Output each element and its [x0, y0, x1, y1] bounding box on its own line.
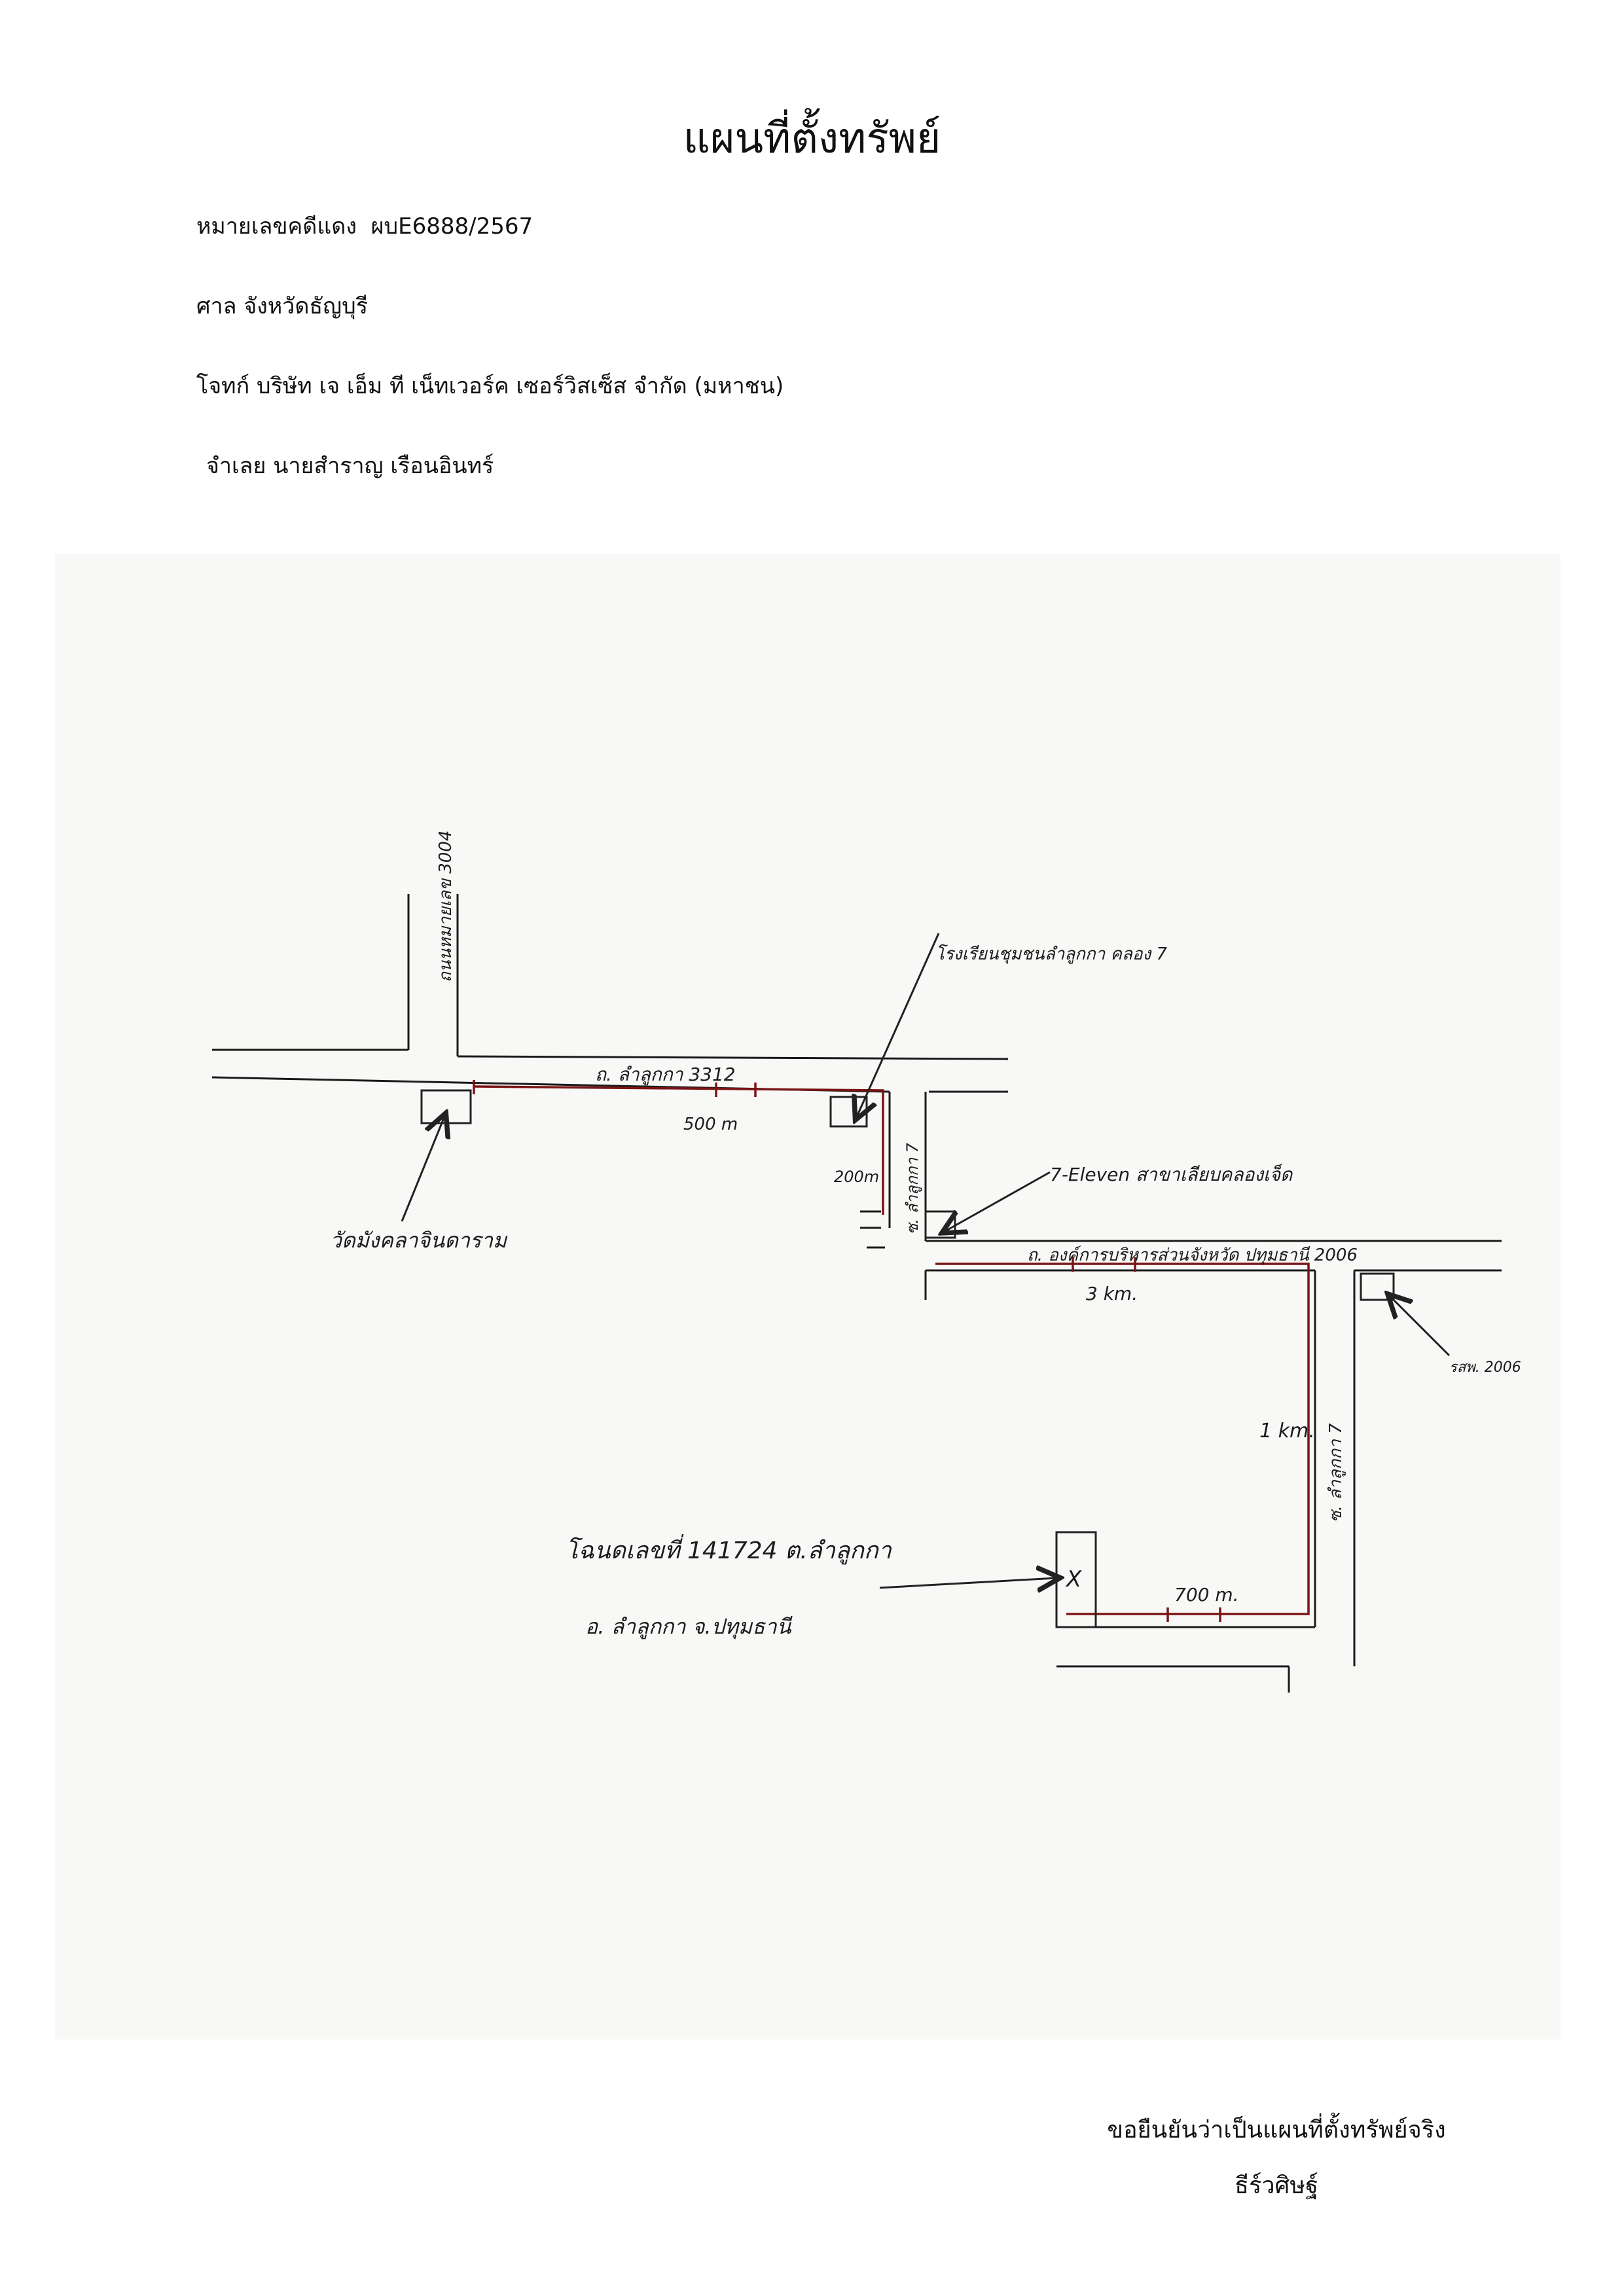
label-dist-1km: 1 km. [1259, 1420, 1315, 1443]
temple-box [420, 1089, 472, 1124]
label-school: โรงเรียนชุมชนลำลูกกา คลอง 7 [935, 944, 1167, 964]
seven-eleven-arrow [945, 1171, 1051, 1231]
label-rso: รสพ. 2006 [1449, 1359, 1521, 1376]
property-mark: X [1065, 1566, 1082, 1592]
label-dist-500: 500 m [683, 1115, 738, 1134]
road-network [211, 894, 1502, 1693]
case-number: หมายเลขคดีแดง ผบE6888/2567 [196, 208, 533, 243]
label-soi7-upper: ซ. ลำลูกกา 7 [903, 1142, 922, 1234]
route-path [473, 1080, 1310, 1622]
seven-eleven-box [924, 1210, 956, 1239]
case-number-value: ผบE6888/2567 [370, 213, 533, 240]
label-main-road: ถ. องค์การบริหารส่วนจังหวัด ปทุมธานี 200… [1027, 1246, 1358, 1265]
rso-box [1360, 1272, 1395, 1301]
route-segment-lower [935, 1263, 1310, 1615]
route-segment-upper [473, 1085, 884, 1215]
school-arrow [857, 933, 940, 1117]
label-district: อ. ลำลูกกา จ.ปทุมธานี [585, 1614, 793, 1640]
temple-arrow [401, 1117, 444, 1222]
court: ศาล จังหวัดธัญบุรี [196, 293, 368, 319]
plaintiff: โจทก์ บริษัท เจ เอ็ม ที เน็ทเวอร์ค เซอร์… [196, 373, 784, 399]
pointer-arrows [401, 933, 1451, 1588]
case-number-label: หมายเลขคดีแดง [196, 213, 357, 240]
road-3312-top-right [457, 1055, 1009, 1060]
label-dist-200: 200m [834, 1168, 879, 1186]
school-box [829, 1096, 868, 1128]
label-seven-eleven: 7-Eleven สาขาเลียบคลองเจ็ด [1050, 1164, 1293, 1185]
label-soi7-lower: ซ. ลำลูกกา 7 [1326, 1423, 1346, 1522]
label-road-3004: ถนนหมายเลข 3004 [436, 831, 456, 982]
rso-arrow [1390, 1297, 1451, 1357]
property-arrow [879, 1578, 1056, 1588]
defendant: จำเลย นายสำราญ เรือนอินทร์ [206, 453, 494, 479]
label-deed: โฉนดเลขที่ 141724 ต.ลำลูกกา [566, 1534, 893, 1565]
label-road-3312: ถ. ลำลูกกา 3312 [595, 1064, 736, 1086]
confirmation-text: ขอยืนยันว่าเป็นแผนที่ตั้งทรัพย์จริง [1107, 2117, 1446, 2144]
map-svg: X ถนนหมายเลข 3004 ถ. ลำลูกกา 3312 500 m … [211, 831, 1521, 1693]
hand-drawn-map: X ถนนหมายเลข 3004 ถ. ลำลูกกา 3312 500 m … [55, 554, 1561, 2039]
label-dist-3km: 3 km. [1086, 1283, 1138, 1304]
label-temple: วัดมังคลาจินดาราม [330, 1228, 508, 1253]
page-title: แผนที่ตั้งทรัพย์ [683, 115, 941, 163]
label-dist-700: 700 m. [1174, 1584, 1239, 1605]
signer-name: ธีร์วศิษฐ์ [1235, 2172, 1318, 2199]
